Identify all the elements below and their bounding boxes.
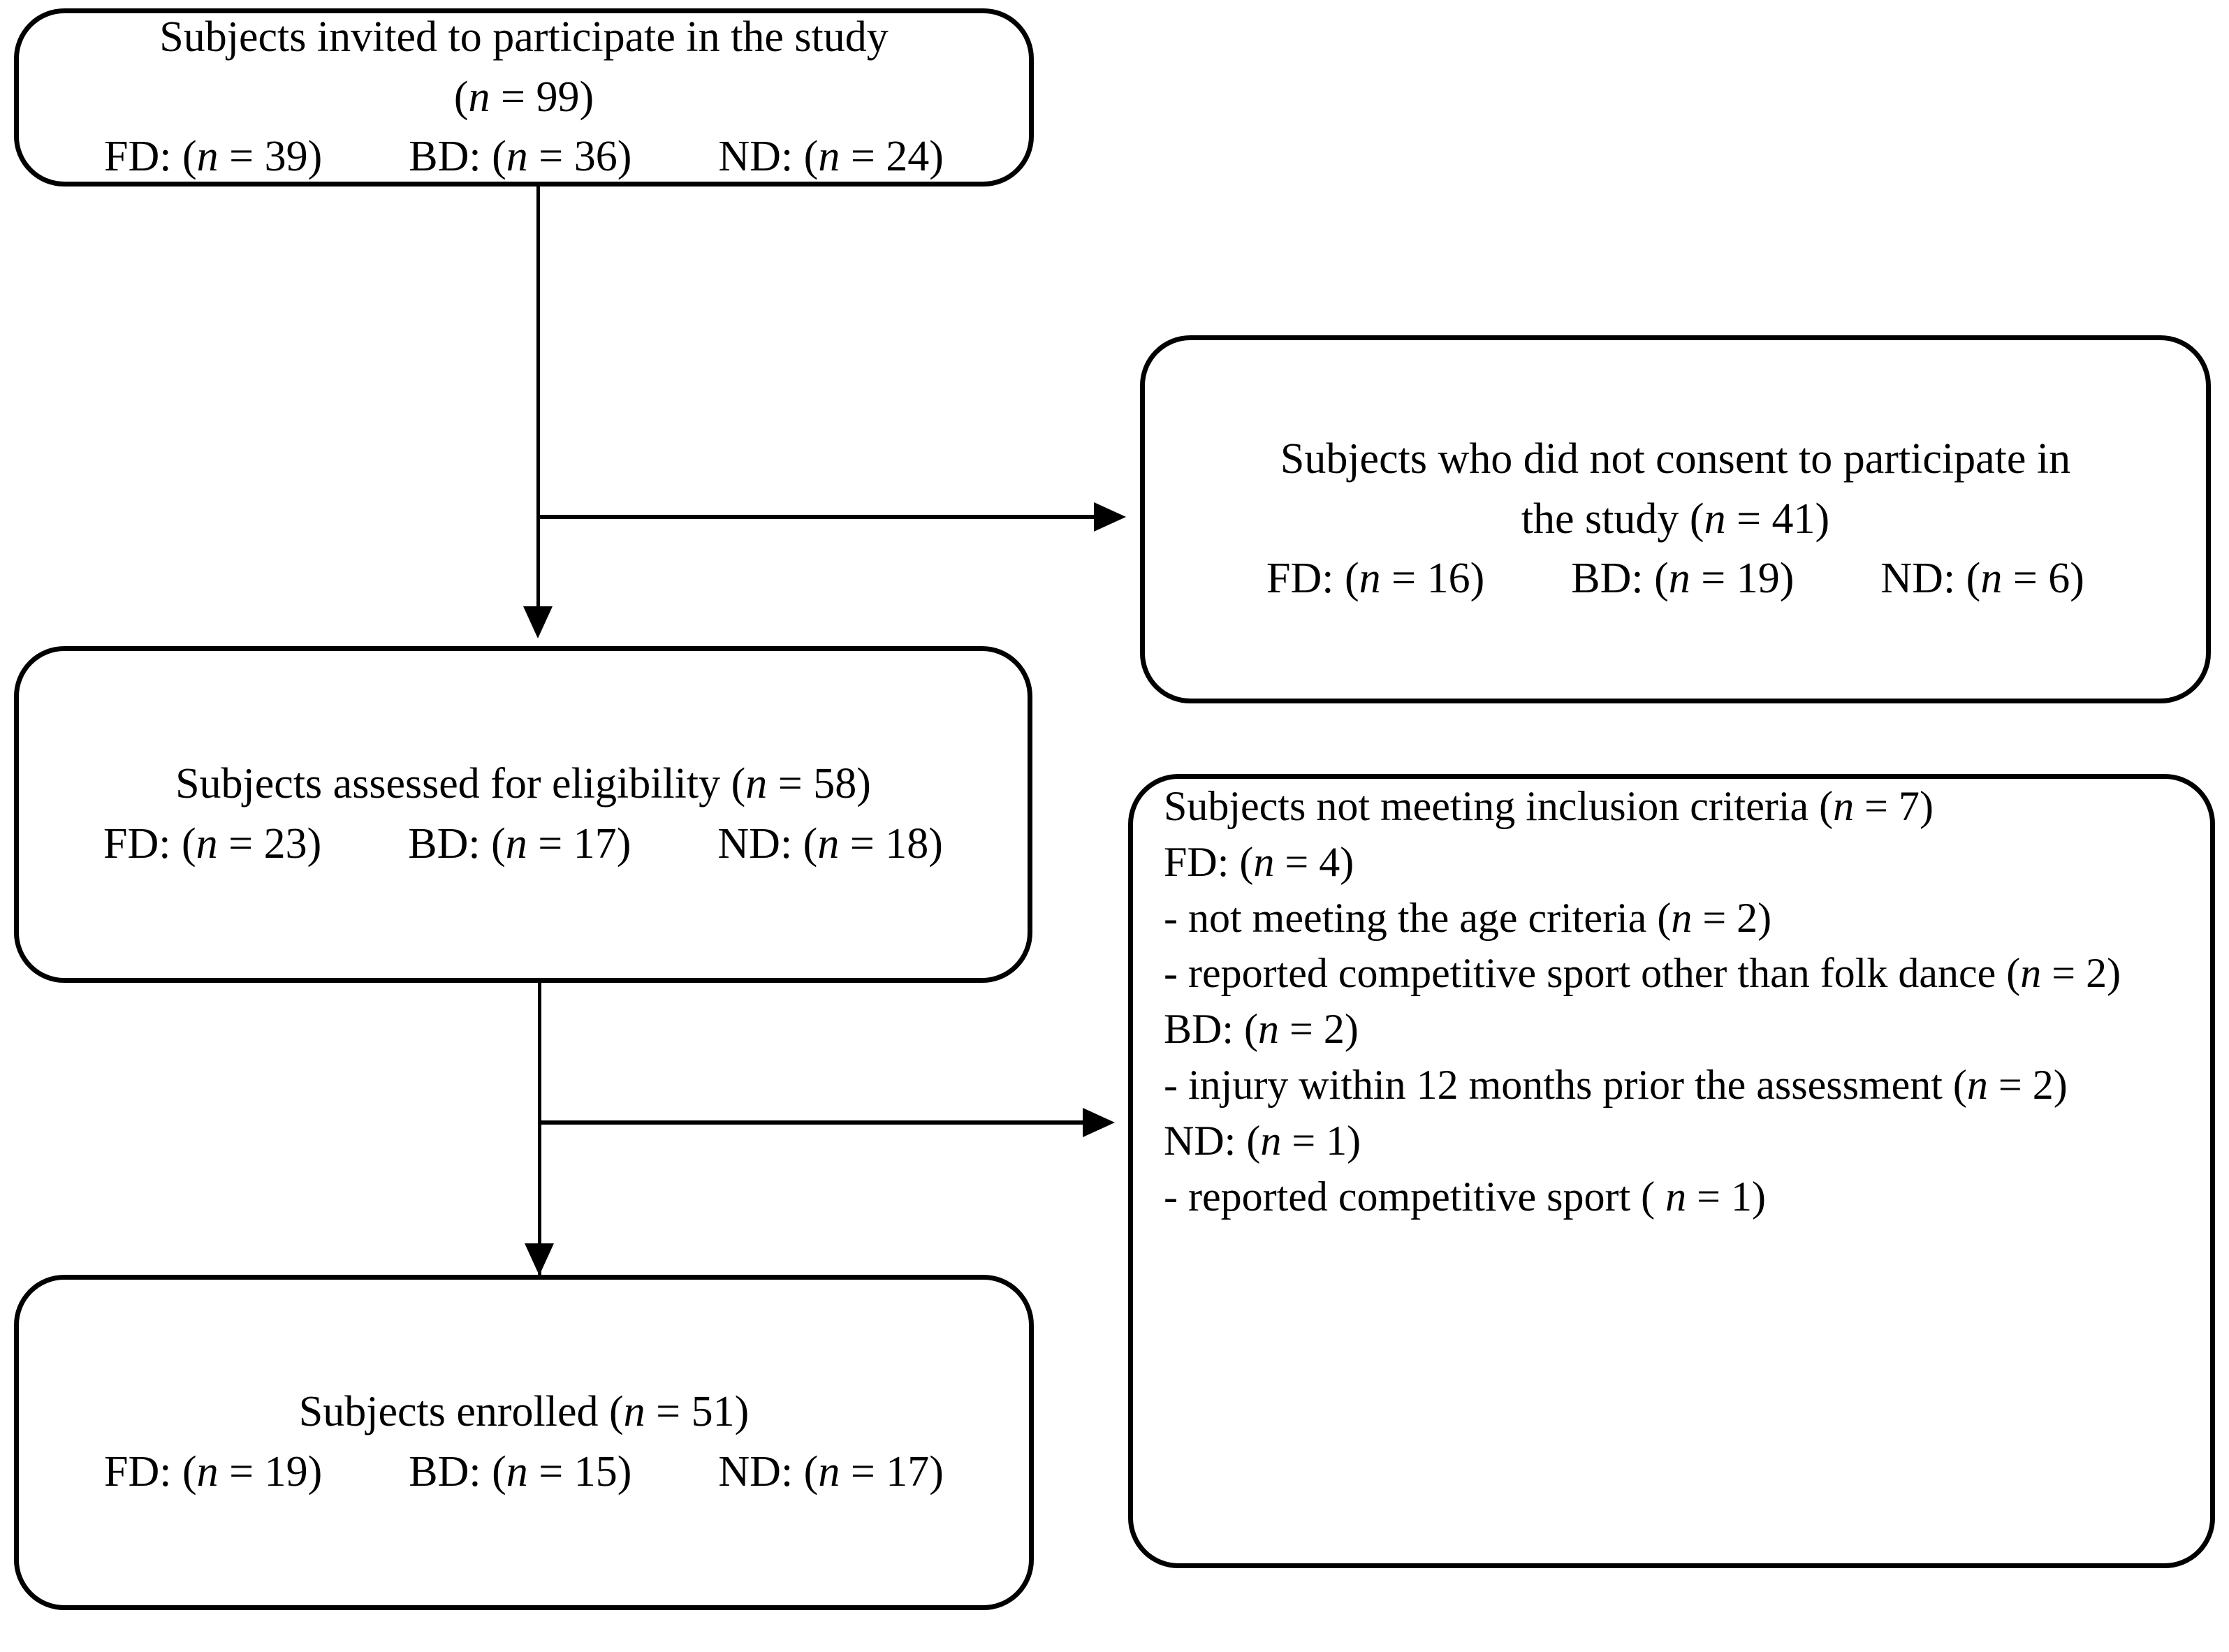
node-subjects-eligibility: Subjects assessed for eligibility (n = 5… bbox=[14, 646, 1032, 983]
connector-invited-to-no-consent-line bbox=[536, 515, 1095, 519]
connector-eligibility-to-enrolled-line bbox=[538, 983, 541, 1275]
connector-eligibility-to-enrolled-arrowhead bbox=[525, 1243, 554, 1275]
node-excluded-line-1: Subjects not meeting inclusion criteria … bbox=[1164, 783, 1934, 829]
node-excluded-line-2: FD: (n = 4) bbox=[1164, 838, 1354, 885]
connector-invited-to-eligibility-arrowhead bbox=[523, 606, 553, 638]
connector-eligibility-to-excluded-line bbox=[538, 1120, 1084, 1125]
node-invited-line-3: FD: (n = 39) BD: (n = 36) ND: (n = 24) bbox=[104, 133, 944, 181]
node-no-consent-line-1: Subjects who did not consent to particip… bbox=[1280, 435, 2071, 483]
node-excluded-line-4: - reported competitive sport other than … bbox=[1164, 950, 2121, 997]
node-excluded-line-6: - injury within 12 months prior the asse… bbox=[1164, 1061, 2068, 1108]
node-enrolled-line-1: Subjects enrolled (n = 51) bbox=[298, 1388, 750, 1436]
node-excluded-line-5: BD: (n = 2) bbox=[1164, 1006, 1359, 1053]
node-eligibility-line-2: FD: (n = 23) BD: (n = 17) ND: (n = 18) bbox=[103, 820, 943, 868]
node-subjects-enrolled: Subjects enrolled (n = 51) FD: (n = 19) … bbox=[14, 1275, 1034, 1610]
node-enrolled-line-2: FD: (n = 19) BD: (n = 15) ND: (n = 17) bbox=[104, 1448, 944, 1496]
node-invited-line-2: (n = 99) bbox=[453, 73, 594, 121]
node-subjects-excluded: Subjects not meeting inclusion criteria … bbox=[1128, 774, 2215, 1568]
node-no-consent-line-2: the study (n = 41) bbox=[1521, 495, 1830, 543]
node-subjects-no-consent: Subjects who did not consent to particip… bbox=[1140, 335, 2211, 703]
node-excluded-line-3: - not meeting the age criteria (n = 2) bbox=[1164, 894, 1772, 941]
connector-invited-to-no-consent-arrowhead bbox=[1094, 502, 1126, 532]
node-no-consent-line-3: FD: (n = 16) BD: (n = 19) ND: (n = 6) bbox=[1266, 555, 2084, 603]
connector-eligibility-to-excluded-arrowhead bbox=[1083, 1108, 1115, 1137]
node-invited-line-1: Subjects invited to participate in the s… bbox=[159, 13, 889, 61]
node-excluded-line-7: ND: (n = 1) bbox=[1164, 1117, 1361, 1164]
connector-invited-to-eligibility-line bbox=[536, 187, 540, 608]
node-eligibility-line-1: Subjects assessed for eligibility (n = 5… bbox=[175, 760, 871, 808]
node-subjects-invited: Subjects invited to participate in the s… bbox=[14, 8, 1034, 187]
node-excluded-line-8: - reported competitive sport ( n = 1) bbox=[1164, 1173, 1766, 1220]
